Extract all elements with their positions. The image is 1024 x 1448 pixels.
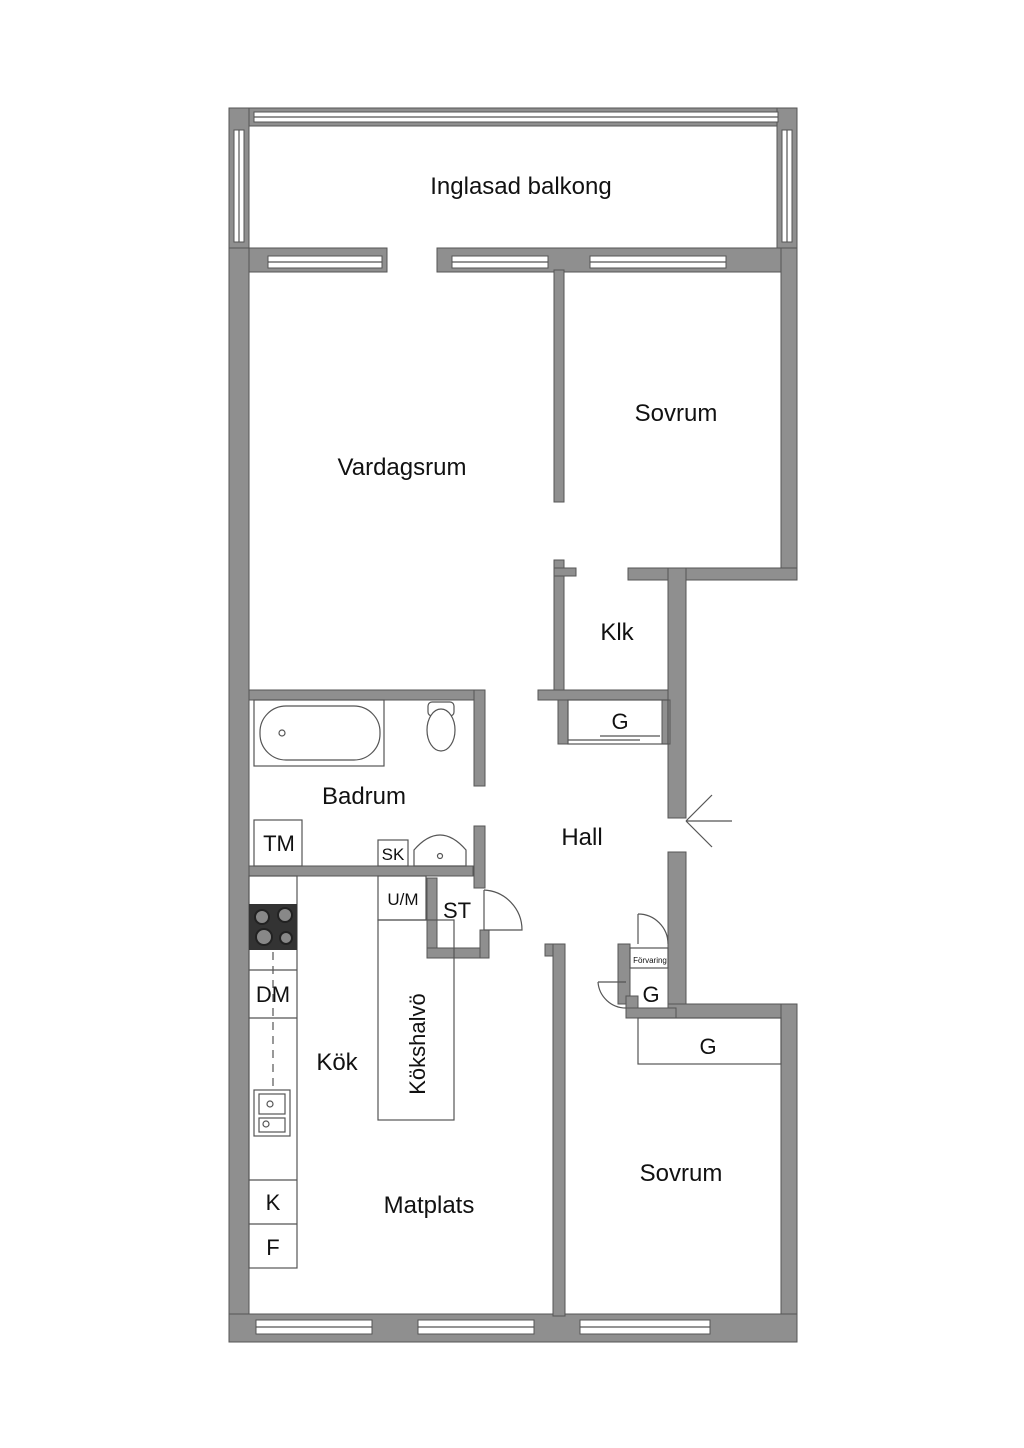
label-island: Kökshalvö <box>405 993 430 1095</box>
interior-walls <box>248 269 677 1317</box>
kitchen-fixtures <box>248 875 455 1269</box>
label-fridge: K <box>266 1190 281 1215</box>
label-tm: TM <box>263 831 295 856</box>
room-label-bathroom: Badrum <box>322 783 406 810</box>
room-label-hall: Hall <box>561 824 602 851</box>
room-label-balcony: Inglasad balkong <box>430 173 611 200</box>
room-label-kitchen: Kök <box>316 1049 358 1076</box>
wardrobes <box>567 699 782 1065</box>
label-wardrobe-bedroom: G <box>699 1034 716 1059</box>
label-freezer: F <box>266 1235 279 1260</box>
label-wardrobe-hall: G <box>642 982 659 1007</box>
label-um: U/M <box>387 890 418 909</box>
label-dm: DM <box>256 982 290 1007</box>
room-label-closet: Klk <box>600 619 634 646</box>
label-st: ST <box>443 898 471 923</box>
room-label-dining: Matplats <box>384 1192 475 1219</box>
bathroom-fixtures <box>253 699 467 867</box>
label-sk: SK <box>382 845 405 864</box>
room-label-bedroom-bottom: Sovrum <box>640 1160 723 1187</box>
room-label-bedroom-top: Sovrum <box>635 400 718 427</box>
label-storage: Förvaring <box>633 956 667 965</box>
doors <box>483 735 732 1009</box>
room-label-living: Vardagsrum <box>338 454 467 481</box>
balcony <box>228 107 798 249</box>
label-wardrobe-closet: G <box>611 709 628 734</box>
outer-walls <box>228 247 798 1343</box>
